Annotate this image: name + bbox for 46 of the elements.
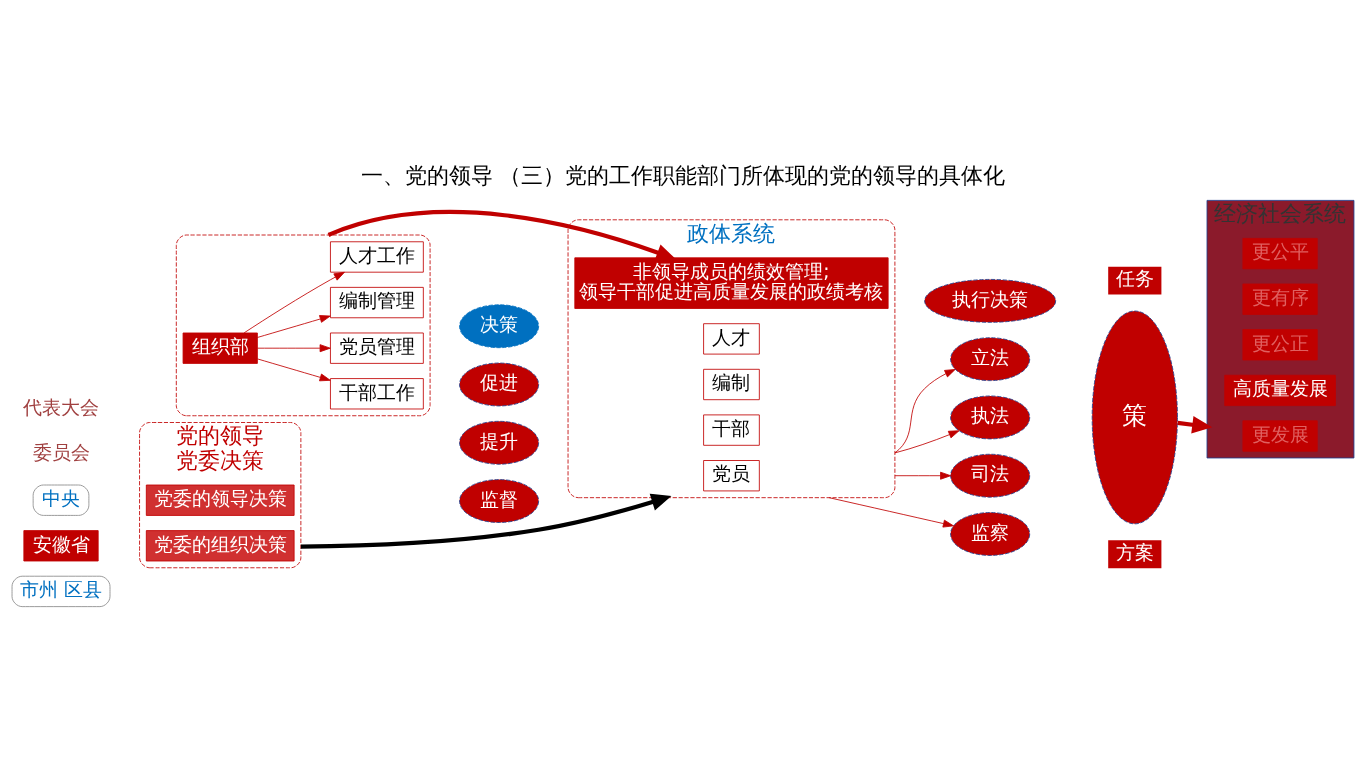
node-box: 安徽省 (23, 529, 99, 561)
node-box: 更发展 (1242, 419, 1318, 452)
node-box: 干部工作 (330, 377, 424, 409)
arrow (243, 271, 345, 333)
node-box: 编制 (703, 368, 760, 400)
diagram-title: 一、党的领导 （三）党的工作职能部门所体现的党的领导的具体化 (360, 162, 1006, 188)
node-ellipse: 决策 (459, 303, 540, 348)
arrow (894, 368, 956, 453)
arrow (256, 314, 331, 338)
node-ellipse: 监察 (950, 511, 1031, 556)
node-box: 中央 (32, 484, 90, 516)
arrow (300, 493, 672, 549)
arrow (256, 357, 331, 381)
arrow (894, 471, 952, 480)
arrow (828, 496, 954, 527)
node-box: 更公正 (1242, 328, 1318, 360)
node-ellipse: 策 (1091, 310, 1178, 524)
node-box: 人才 (703, 322, 760, 355)
arrow (256, 343, 331, 352)
label: 委员会 (32, 441, 90, 463)
node-box: 党委的组织决策 (145, 529, 295, 561)
node-box: 干部 (703, 413, 760, 446)
cluster (175, 234, 431, 416)
node-box: 方案 (1105, 537, 1164, 571)
node-box: 非领导成员的绩效管理; 领导干部促进高质量发展的政绩考核 (574, 256, 889, 309)
node-box: 党员管理 (330, 332, 424, 364)
node-ellipse: 提升 (459, 420, 540, 465)
node-ellipse: 促进 (459, 362, 540, 406)
node-box: 更公平 (1242, 237, 1318, 269)
node-box: 组织部 (182, 332, 258, 364)
node-box: 党委的领导决策 (145, 484, 295, 516)
node-box: 人才工作 (330, 240, 424, 273)
node-box: 高质量发展 (1224, 374, 1336, 406)
node-ellipse: 司法 (950, 453, 1031, 498)
node-box: 任务 (1105, 263, 1164, 297)
node-ellipse: 执行决策 (924, 278, 1057, 323)
node-box: 党员 (703, 459, 760, 491)
node-ellipse: 监督 (459, 478, 540, 523)
node-ellipse: 立法 (950, 336, 1031, 381)
node-box: 编制管理 (330, 286, 424, 318)
node-box: 市州 区县 (11, 575, 111, 607)
arrow (894, 429, 960, 453)
node-ellipse: 执法 (950, 395, 1031, 439)
arrow (327, 209, 677, 261)
node-box: 更有序 (1242, 283, 1318, 315)
label: 代表大会 (23, 396, 100, 418)
